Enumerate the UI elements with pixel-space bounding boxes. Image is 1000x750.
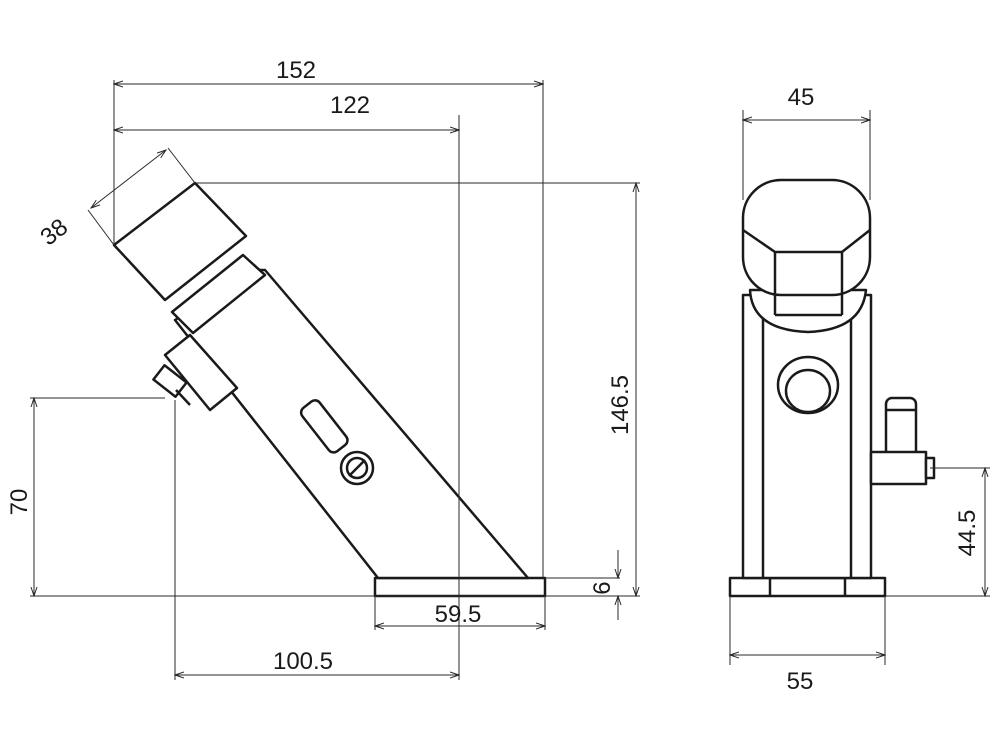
dim-line-head-diameter: [91, 150, 166, 208]
dim-spout-reach: 122: [330, 92, 370, 119]
side-head: [112, 181, 248, 302]
front-lever-knob: [884, 396, 918, 462]
dim-base-length: 59.5: [435, 601, 482, 628]
dim-spout-height: 70: [6, 489, 33, 516]
side-base-plate: [373, 576, 547, 598]
dim-outlet-distance: 100.5: [273, 648, 333, 675]
front-view: 45 55 44.5: [728, 84, 990, 695]
side-spout: [163, 333, 239, 412]
dim-overall-height: 146.5: [607, 375, 634, 435]
dim-base-thickness: 6: [589, 581, 616, 594]
front-collar: [748, 288, 868, 334]
side-collar: [170, 253, 267, 335]
dim-head-diameter: 38: [35, 214, 73, 252]
side-view: 152 122 38 146.5 70 6 59.5 100.5: [6, 57, 640, 680]
dim-lever-height: 44.5: [954, 510, 981, 557]
front-lever-arm: [869, 450, 928, 486]
dim-base-width: 55: [787, 668, 814, 695]
front-head: [741, 178, 872, 297]
front-body: [741, 293, 873, 580]
dim-head-width: 45: [788, 84, 815, 111]
dim-overall-width: 152: [276, 57, 316, 84]
front-base-plate: [728, 576, 887, 598]
side-aerator: [152, 364, 188, 398]
side-sensor-window: [299, 399, 349, 454]
side-main-body: [173, 268, 530, 580]
